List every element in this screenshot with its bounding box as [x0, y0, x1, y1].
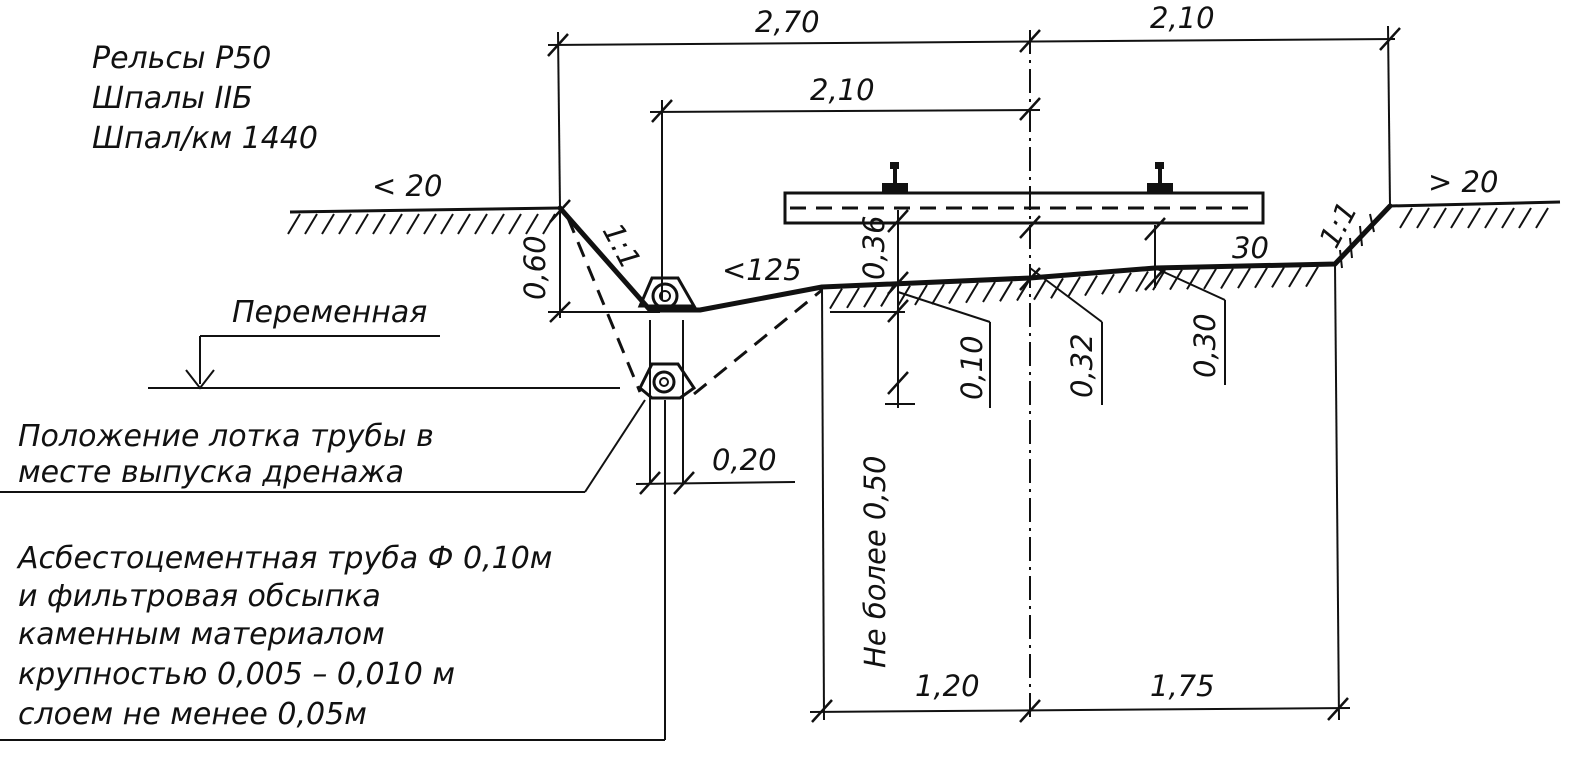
dimension-lines [547, 25, 1401, 723]
hatch-mark [474, 213, 488, 235]
hatch-mark [1399, 207, 1413, 229]
hatch-mark [1237, 267, 1251, 289]
hatch-mark [525, 213, 539, 235]
hatch-mark [1305, 266, 1319, 288]
tray-position-line2: месте выпуска дренажа [18, 455, 404, 490]
hatch-mark [914, 284, 928, 306]
ditch-slope: <125 [722, 253, 802, 287]
hatch-mark [999, 280, 1013, 302]
hatch-mark [1169, 269, 1183, 291]
hatch-mark [948, 282, 962, 305]
hatch-mark [931, 283, 945, 305]
hatch-mark [1067, 276, 1081, 298]
dim-2-70: 2,70 [755, 5, 820, 39]
hatch-mark [1450, 207, 1464, 229]
cut-profile [557, 203, 1393, 313]
hatch-mark [1101, 273, 1115, 295]
dim-0-32: 0,32 [1065, 333, 1099, 398]
hatch-mark [1484, 207, 1498, 229]
ground-slope-right: > 20 [1428, 165, 1498, 199]
hatch-mark [1033, 279, 1047, 301]
hatch-mark [287, 213, 301, 235]
sleepers-per-km-label: Шпал/км 1440 [92, 121, 318, 156]
hatch-mark [304, 213, 318, 235]
note-leaders [0, 335, 666, 741]
hatch-mark [423, 213, 437, 235]
hatch-mark [406, 213, 420, 235]
rails-label: Рельсы Р50 [92, 41, 271, 76]
variable-label: Переменная [232, 295, 427, 330]
hatch-mark [1288, 266, 1302, 288]
ground-slope-left: < 20 [372, 169, 442, 203]
dim-2-10-sleeper: 2,10 [810, 73, 875, 107]
drain-pipe-icon [566, 217, 823, 484]
hatch-mark [982, 281, 996, 303]
dim-0-10: 0,10 [955, 335, 989, 400]
hatch-mark [372, 213, 386, 235]
hatch-mark [508, 213, 522, 235]
hatch-mark [457, 213, 471, 235]
hatch-mark [338, 213, 352, 235]
dim-0-30: 0,30 [1188, 313, 1222, 378]
sleepers-label: Шпалы IIБ [92, 81, 253, 116]
dim-1-75: 1,75 [1150, 669, 1215, 703]
rail-left-icon [882, 162, 908, 193]
hatch-mark [1518, 207, 1532, 229]
hatch-mark [1220, 268, 1234, 290]
hatch-mark [897, 285, 911, 307]
dim-0-20: 0,20 [712, 443, 777, 477]
hatch-mark [1203, 268, 1217, 290]
hatch-mark [1501, 207, 1515, 229]
hatch-mark [355, 213, 369, 235]
hatch-mark [829, 288, 843, 310]
hatch-mark [863, 286, 877, 308]
hatch-mark [1416, 207, 1430, 229]
hatch-mark [1433, 207, 1447, 229]
dim-0-60: 0,60 [518, 235, 552, 300]
hatch-mark [846, 287, 860, 309]
hatch-mark [321, 213, 335, 235]
hatch-mark [1254, 267, 1268, 289]
rail-right-icon [1147, 162, 1173, 193]
pipe-line5: слоем не менее 0,05м [18, 697, 367, 732]
hatch-mark [440, 213, 454, 235]
hatch-mark [1186, 268, 1200, 290]
tray-position-line1: Положение лотка трубы в [18, 419, 434, 454]
hatch-mark [1467, 207, 1481, 229]
sleeper [783, 191, 1265, 225]
hatch-mark [1118, 272, 1132, 294]
hatch-mark [491, 213, 505, 235]
dim-max-depth: Не более 0,50 [858, 455, 892, 668]
hatch-mark [1084, 275, 1098, 297]
hatch-mark [389, 213, 403, 235]
pipe-line1: Асбестоцементная труба Ф 0,10м [16, 541, 552, 576]
dim-0-36: 0,36 [857, 215, 891, 280]
dim-1-20: 1,20 [915, 669, 980, 703]
hatch-mark [1271, 266, 1285, 288]
dim-2-10-top: 2,10 [1150, 1, 1215, 35]
hatch-mark [965, 282, 979, 304]
slope-left: 1:1 [596, 217, 648, 274]
pipe-line3: каменным материалом [18, 617, 385, 652]
ground-surface [287, 200, 1561, 235]
crown-slope: 30 [1232, 231, 1269, 265]
hatch-mark [1135, 271, 1149, 293]
pipe-line4: крупностью 0,005 – 0,010 м [18, 657, 455, 692]
pipe-line2: и фильтровая обсыпка [18, 579, 381, 614]
hatch-mark [1535, 207, 1549, 229]
